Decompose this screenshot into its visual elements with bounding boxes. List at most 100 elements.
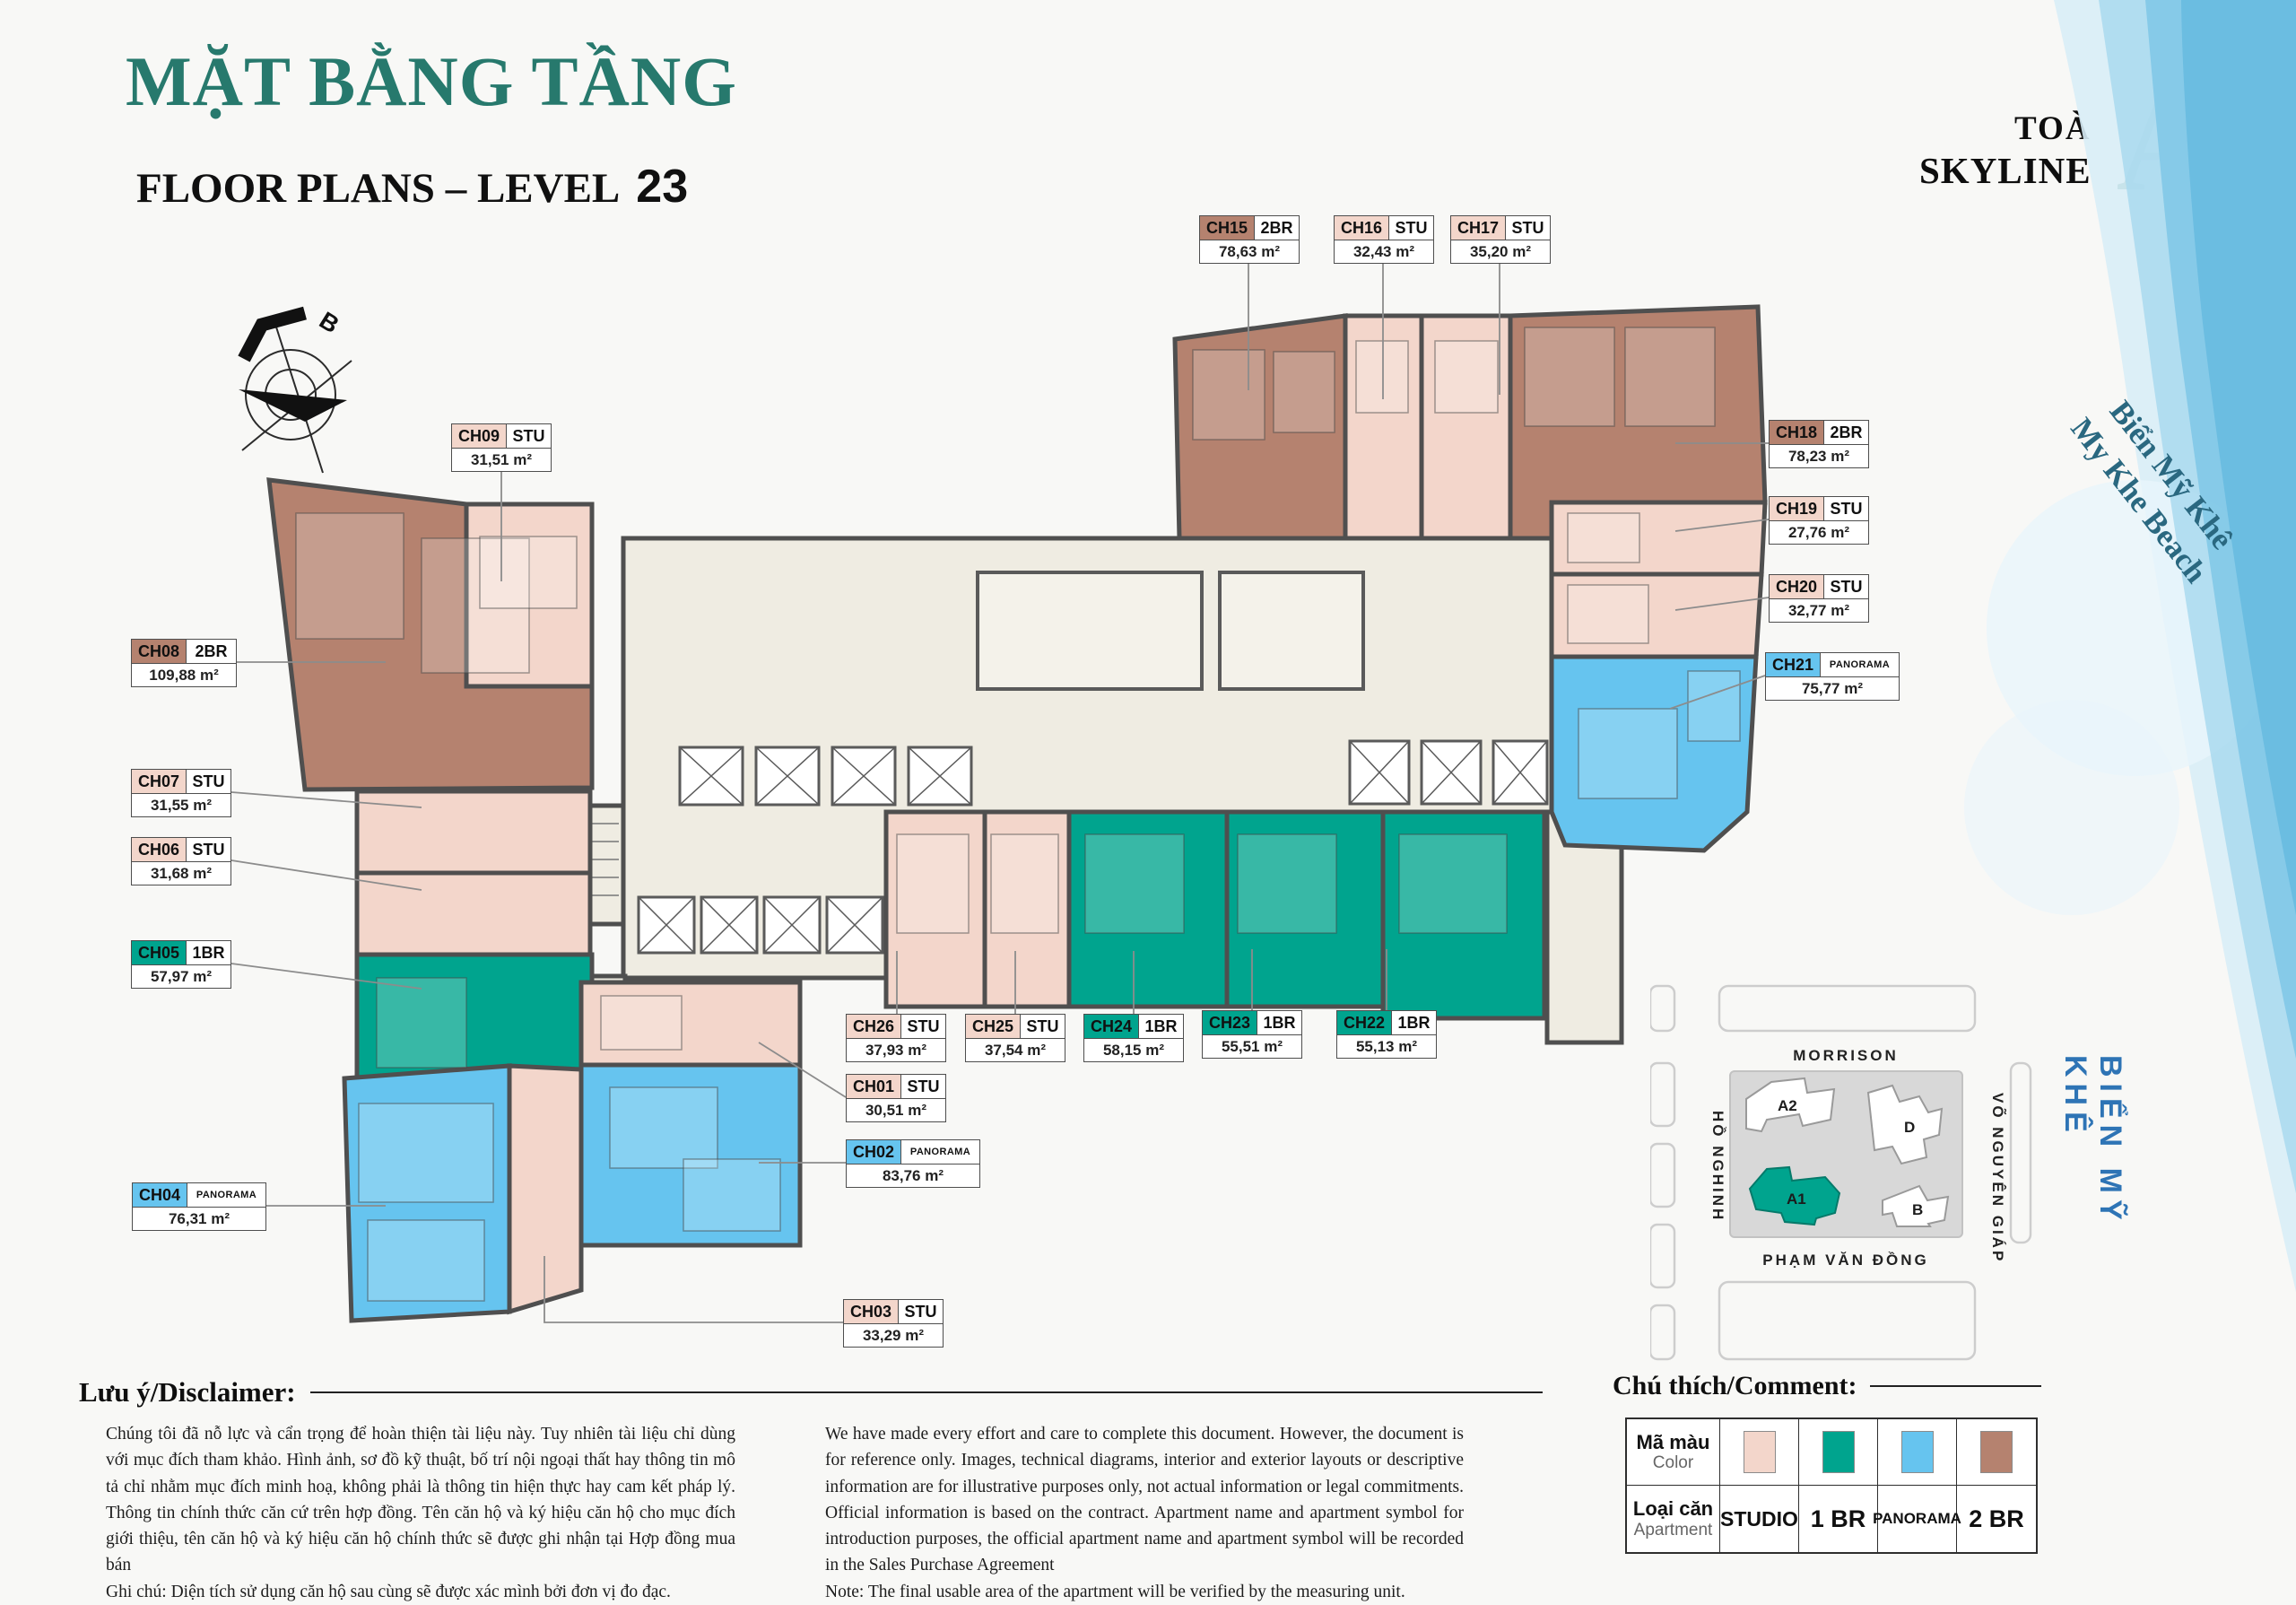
legend-color-en: Color [1652,1453,1694,1473]
unit-area: 78,63 m² [1218,242,1281,260]
unit-code: CH26 [847,1015,901,1038]
unit-type: STU [907,1077,940,1095]
compass-north-label: B [315,307,344,339]
unit-area: 31,51 m² [470,450,533,468]
unit-label-ch24: CH24 1BR 58,15 m² [1083,1014,1184,1062]
unit-area: 55,13 m² [1355,1037,1418,1055]
unit-code: CH20 [1770,575,1824,598]
unit-code: CH01 [847,1075,901,1098]
legend-type-1br: 1 BR [1810,1505,1866,1532]
page-subtitle: FLOOR PLANS – LEVEL 23 [136,160,688,214]
legend-type-cell: PANORAMA [1873,1486,1961,1552]
unit-type: PANORAMA [909,1147,971,1157]
one-br-swatch [1822,1431,1855,1473]
beach-wash-circle [1964,700,2179,915]
street-morrison: MORRISON [1793,1047,1899,1064]
unit-code: CH08 [132,640,187,663]
core-right-wing [1544,809,1624,1045]
minimap-label-a1: A1 [1787,1191,1806,1208]
legend-type-vi: Loại căn [1632,1497,1714,1521]
unit-code: CH03 [844,1300,899,1323]
tower-name: SKYLINE [1919,149,2092,191]
apartment-ch03 [507,1063,584,1315]
unit-area: 31,68 m² [150,864,213,882]
unit-type: 1BR [192,943,225,962]
disclaimer-heading-text: Lưu ý/Disclaimer: [79,1376,296,1408]
leader-line-ch07 [230,791,422,808]
studio-swatch [1743,1431,1776,1473]
minimap-building-d [1866,1084,1944,1165]
minimap-label-a2: A2 [1778,1097,1797,1114]
unit-code: CH21 [1766,653,1821,676]
legend-type-studio: STUDIO [1720,1506,1798,1531]
legend-type-en: Apartment [1633,1520,1713,1540]
disclaimer-english: We have made every effort and care to co… [825,1421,1464,1605]
leader-line-ch03 [544,1256,843,1323]
disclaimer-en-note: Note: The final usable area of the apart… [825,1582,1405,1601]
unit-code: CH25 [966,1015,1021,1038]
apartment-ch21 [1549,654,1759,853]
unit-type: STU [904,1302,937,1321]
unit-area: 109,88 m² [149,666,219,684]
unit-type: 1BR [1397,1013,1431,1032]
sea-label: BIỂN MỸ KHÊ [2058,1055,2127,1226]
unit-code: CH07 [132,770,187,793]
unit-code: CH24 [1084,1015,1139,1038]
unit-area: 75,77 m² [1801,679,1864,697]
unit-code: CH23 [1203,1011,1257,1034]
legend-heading: Chú thích/Comment: [1613,1371,2041,1401]
unit-area: 35,20 m² [1469,242,1532,260]
level-number: 23 [636,161,689,213]
unit-area: 55,51 m² [1221,1037,1283,1055]
unit-type: PANORAMA [1829,659,1891,670]
leader-line-ch06 [230,859,422,891]
unit-label-ch21: CH21 PANORAMA 75,77 m² [1765,652,1900,701]
unit-type: STU [192,840,225,859]
legend-heading-rule [1869,1385,2041,1387]
apartment-ch22 [1380,809,1547,1021]
unit-area: 57,97 m² [150,967,213,985]
unit-code: CH02 [847,1140,901,1164]
unit-code: CH05 [132,941,187,964]
unit-type: STU [1830,499,1863,518]
unit-area: 33,29 m² [862,1326,925,1344]
street-vo-nguyen-giap: VÕ NGUYÊN GIÁP [1989,1093,2007,1263]
unit-code: CH19 [1770,497,1824,520]
apartment-ch02 [578,1062,803,1248]
leader-lines [230,262,1770,1323]
apartment-ch07 [354,789,593,876]
subtitle-text: FLOOR PLANS – LEVEL [136,165,621,212]
legend-swatch-cell [1878,1419,1957,1486]
tower-label: TOÀ [2014,109,2092,147]
unit-type: 1BR [1144,1016,1178,1035]
unit-area: 58,15 m² [1102,1041,1165,1059]
unit-type: STU [1830,577,1863,596]
leader-line-ch20 [1674,597,1770,611]
unit-code: CH09 [452,424,507,448]
legend-type-cell: 2 BR [1957,1486,2036,1552]
disclaimer-heading-rule [309,1391,1543,1393]
disclaimer-heading: Lưu ý/Disclaimer: [79,1376,1543,1409]
unit-area: 31,55 m² [150,796,213,814]
legend-row-type-label: Loại căn Apartment [1627,1486,1720,1552]
unit-type: STU [1026,1016,1059,1035]
minimap-building-a1[interactable] [1748,1165,1841,1226]
legend-swatch-cell [1957,1419,2036,1486]
panorama-swatch [1900,1431,1934,1473]
leader-line-ch19 [1674,519,1770,532]
unit-code: CH15 [1200,216,1255,240]
core-room [976,571,1204,691]
leader-line-ch21 [1669,675,1766,710]
core-room [1218,571,1365,691]
legend-table: Mã màu Color Loại căn Apartment STUDIO 1… [1625,1417,2038,1554]
